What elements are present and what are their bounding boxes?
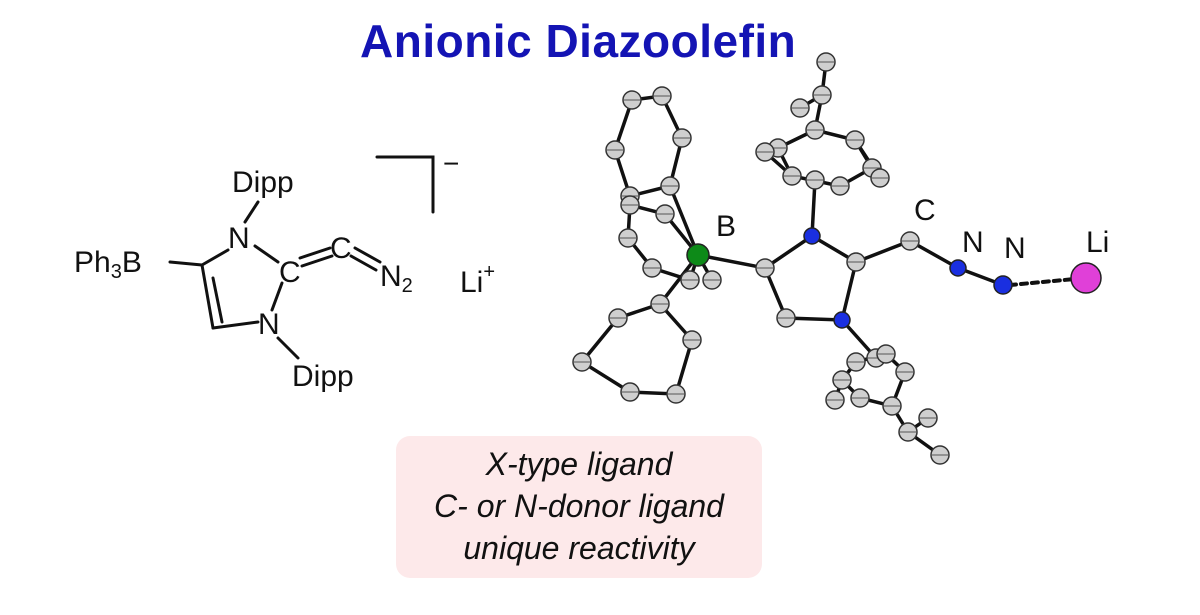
xray-label-n2: N	[1004, 232, 1026, 265]
bond-n3-dipp	[276, 336, 300, 360]
property-x-type: X-type ligand	[485, 446, 673, 482]
anion-bracket	[375, 155, 435, 214]
ph3b-subscript: 3	[110, 261, 122, 283]
bond-c4-c5-double	[211, 276, 224, 324]
li-symbol: Li	[460, 266, 484, 299]
n2-label: N2	[380, 260, 413, 297]
li-charge: +	[483, 261, 496, 283]
bond-c4-c5	[200, 263, 215, 330]
bond-n1-c4	[200, 248, 230, 267]
bond-c2-n3	[270, 281, 284, 312]
dipp-top-label: Dipp	[232, 166, 294, 199]
n-top-label: N	[228, 222, 250, 255]
properties-box: X-type ligand C- or N-donor ligand uniqu…	[396, 436, 762, 578]
n2-subscript: 2	[401, 275, 413, 297]
bond-n1-dipp	[243, 200, 260, 224]
phenyl-lower-ring	[579, 301, 694, 396]
bond-n1-c2	[253, 244, 280, 264]
lewis-structure-bonds	[168, 155, 435, 360]
bond-c5-n3	[211, 320, 260, 330]
boron-atom	[686, 243, 710, 267]
xray-label-c: C	[914, 194, 936, 227]
terminal-c-label: C	[330, 232, 352, 265]
bond-b-phenyl-upper	[668, 184, 700, 257]
n2-n: N	[380, 260, 402, 293]
xray-label-n1: N	[962, 226, 984, 259]
lithium-cation-label: Li+	[460, 262, 495, 298]
bond-c-n2-a	[353, 246, 382, 264]
nitrogen-atom-diazo-1	[949, 259, 967, 277]
nitrogen-atom-ring-1	[803, 227, 821, 245]
ph3b-ph: Ph	[74, 246, 111, 279]
bond-c2-c-a	[298, 246, 332, 260]
nitrogen-atom-diazo-2	[993, 275, 1013, 295]
bond-c-n2-b	[349, 254, 378, 272]
bond-c4-b	[168, 260, 204, 267]
xray-label-li: Li	[1086, 226, 1110, 259]
dipp-bottom-label: Dipp	[292, 360, 354, 393]
xray-heteroatoms	[686, 227, 1102, 329]
nitrogen-atom-ring-3	[833, 311, 851, 329]
lithium-atom	[1070, 262, 1102, 294]
xray-label-b: B	[716, 210, 737, 243]
carbene-c-label: C	[279, 256, 301, 289]
bond-c2-c-b	[300, 254, 334, 268]
property-reactivity: unique reactivity	[463, 530, 695, 566]
n-bottom-label: N	[258, 308, 280, 341]
ph3b-b: B	[121, 246, 142, 279]
bond-n-li-contact	[1008, 277, 1077, 287]
anion-charge: −	[443, 148, 460, 179]
page-title: Anionic Diazoolefin	[360, 15, 797, 67]
property-donor: C- or N-donor ligand	[434, 488, 724, 524]
imidazole-ring	[762, 233, 859, 322]
ph3b-label: Ph3B	[74, 246, 142, 283]
xray-carbon-atoms	[572, 52, 950, 465]
